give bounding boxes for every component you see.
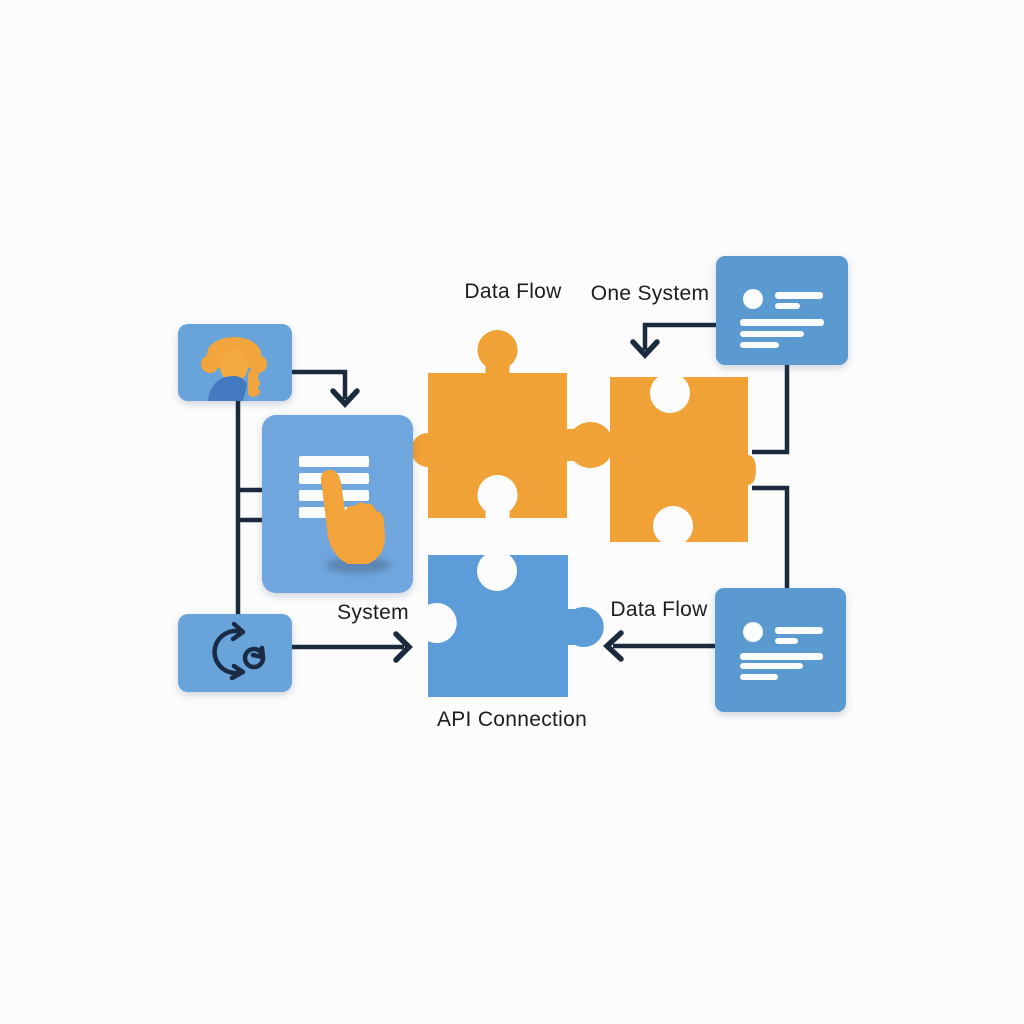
line-puzzle-to-bottom-card	[752, 485, 790, 590]
card-bottom-right	[715, 588, 846, 712]
puzzle-piece-orange-left	[411, 330, 614, 518]
document-card-icon	[740, 622, 823, 680]
checklist-pointer-hand-icon	[299, 456, 390, 573]
label-data-flow-bottom: Data Flow	[610, 598, 708, 621]
label-one-system: One System	[590, 282, 710, 305]
arrowhead-right-api	[393, 631, 413, 663]
puzzle-piece-orange-right	[610, 377, 756, 542]
line-card-to-puzzle	[642, 322, 716, 350]
label-data-flow-top: Data Flow	[464, 280, 562, 303]
hand-shadow	[326, 557, 390, 573]
connector-lines	[235, 322, 790, 650]
system-box	[262, 415, 413, 593]
user-icon	[201, 337, 267, 401]
line-person-to-system	[292, 369, 348, 399]
pointing-hand	[320, 469, 385, 564]
document-card-icon	[740, 289, 824, 348]
label-system: System	[337, 601, 409, 624]
arrowhead-down-one-system	[630, 339, 660, 360]
sync-box	[178, 614, 292, 692]
person-box	[178, 324, 292, 401]
puzzle-piece-blue	[428, 555, 604, 697]
arrowhead-down-system	[330, 388, 360, 409]
card-top-right	[716, 256, 848, 365]
sync-arrows-icon	[212, 621, 266, 681]
arrowhead-left-data-flow	[602, 630, 624, 662]
label-api-connection: API Connection	[436, 708, 588, 731]
line-card-down-to-puzzle	[752, 364, 790, 455]
